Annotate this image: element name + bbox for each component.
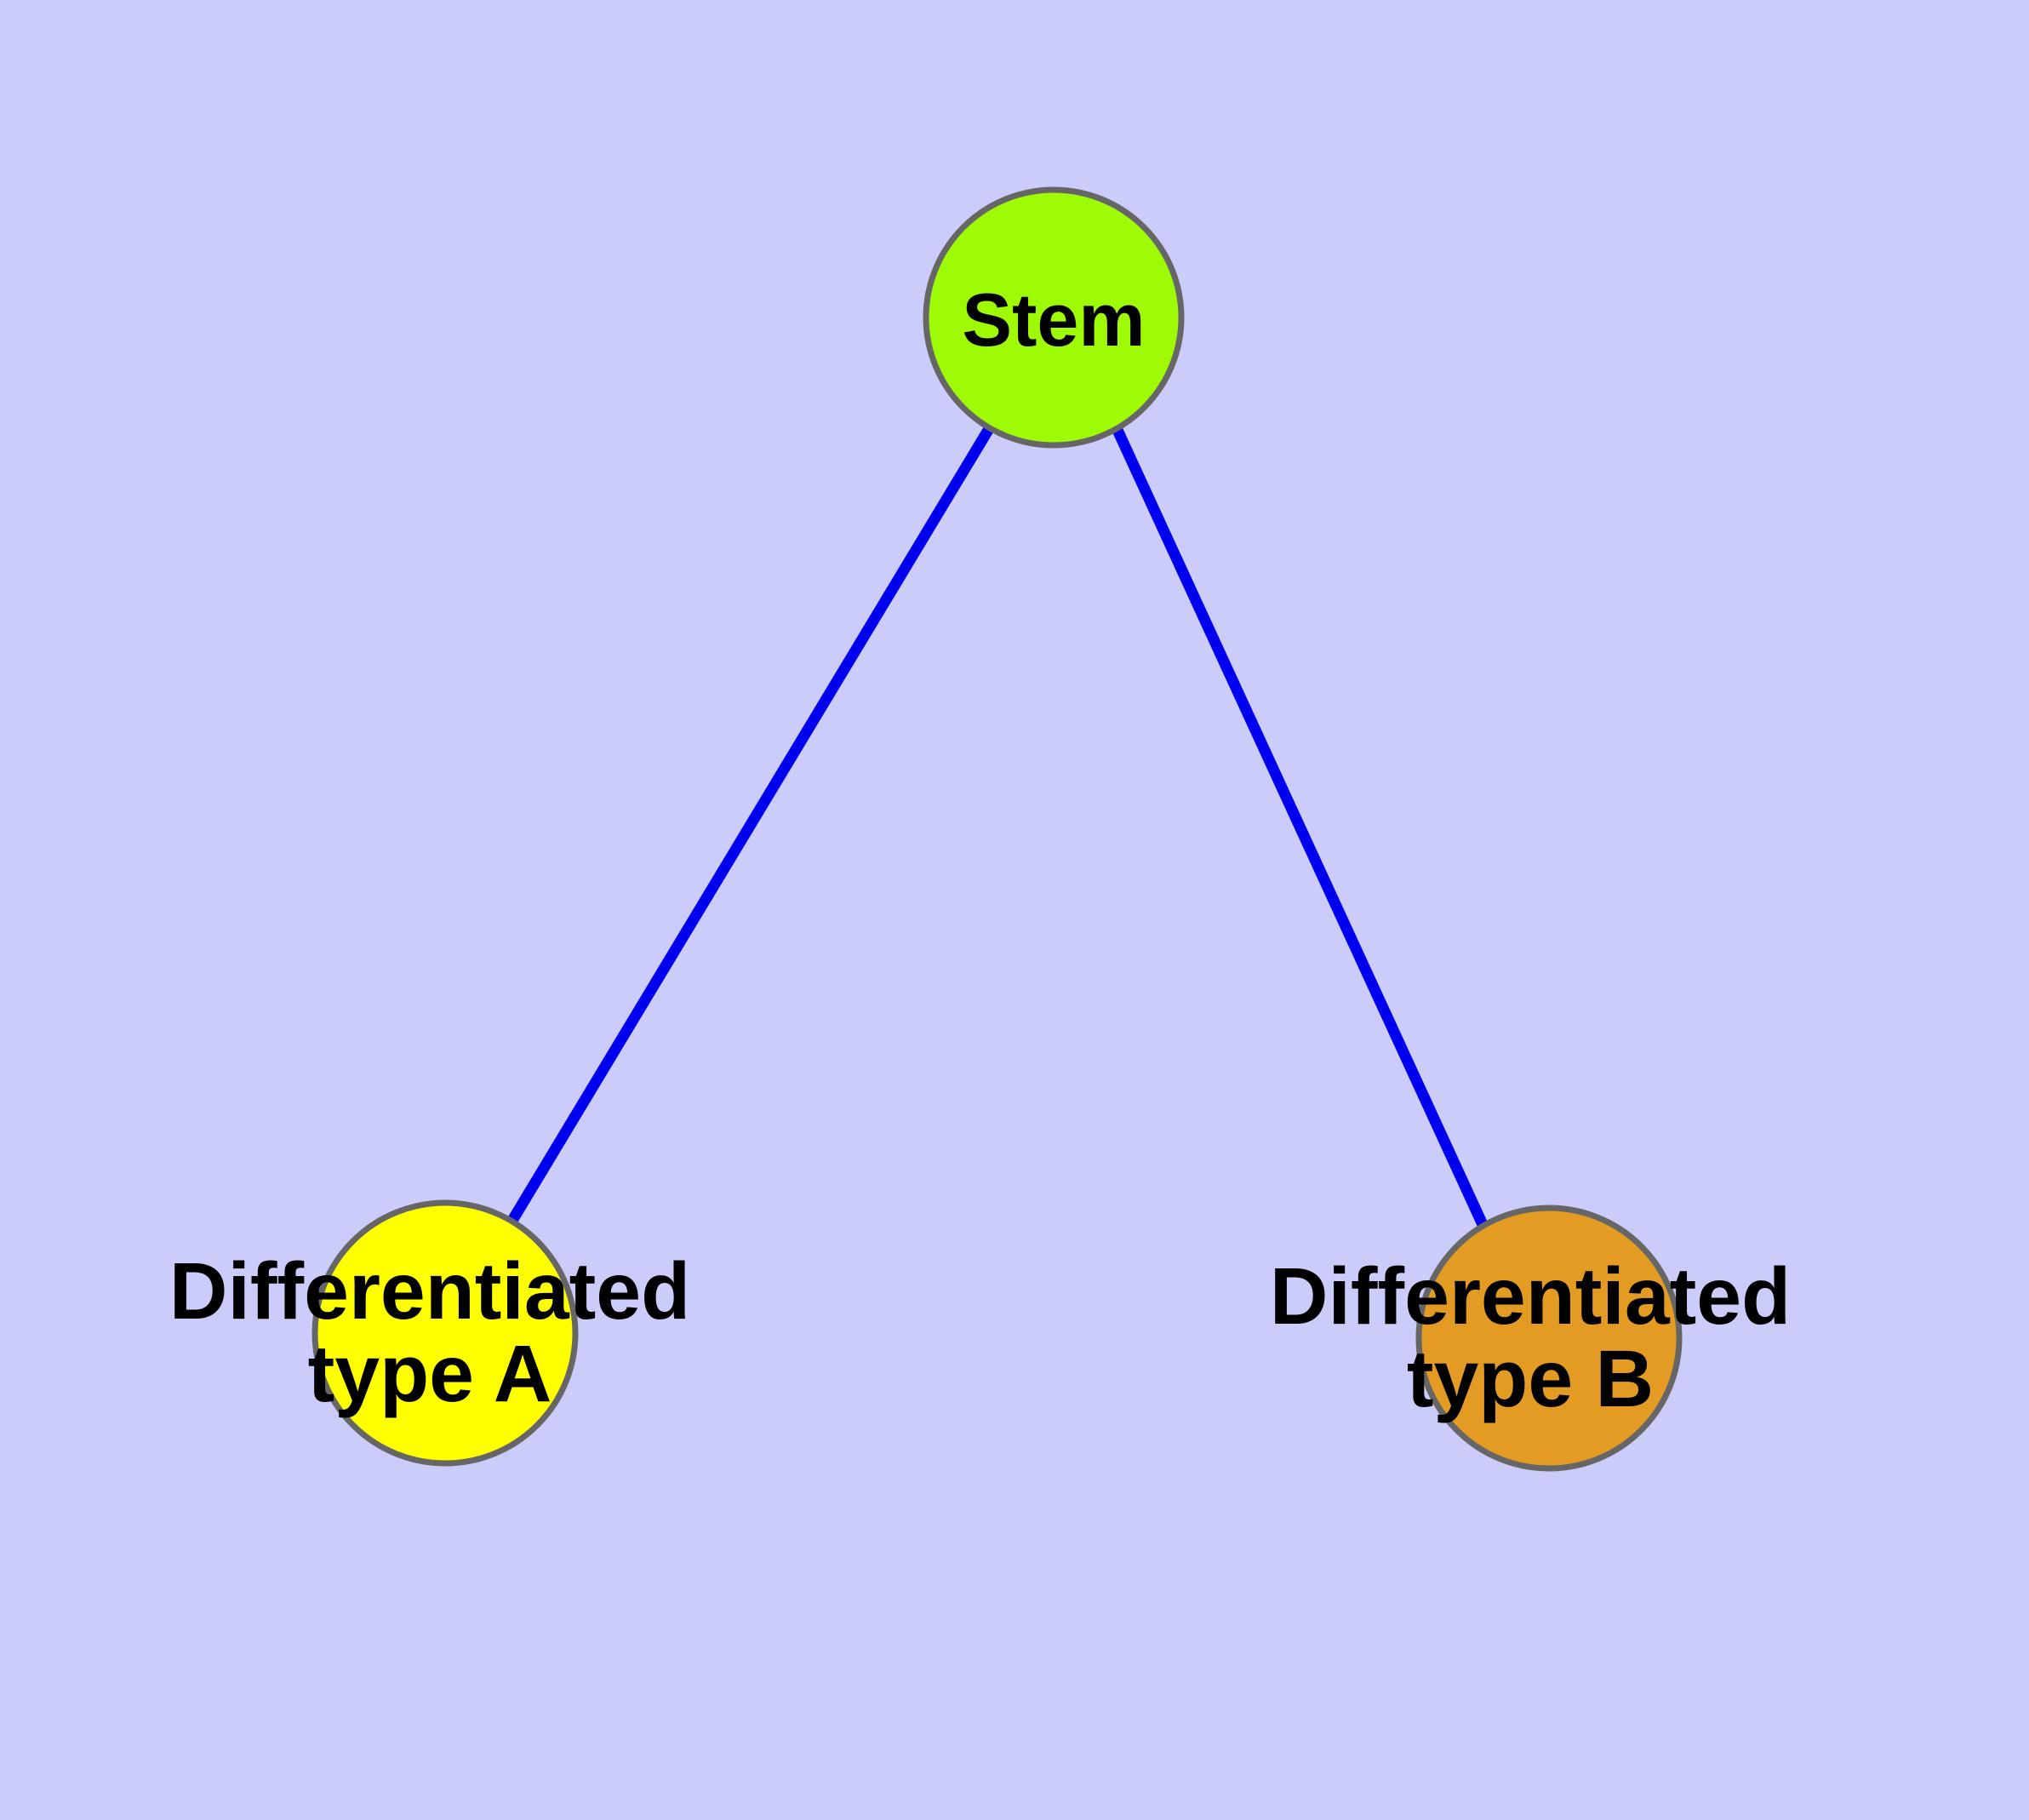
node-layer [311,186,1683,1472]
node-stem[interactable] [923,186,1185,449]
node-diff-b[interactable] [1415,1205,1683,1472]
edge-layer [506,424,1490,1233]
node-diff-a[interactable] [311,1199,579,1467]
edge-stem-to-diff-a [506,424,995,1227]
edge-stem-to-diff-b [1112,426,1490,1233]
